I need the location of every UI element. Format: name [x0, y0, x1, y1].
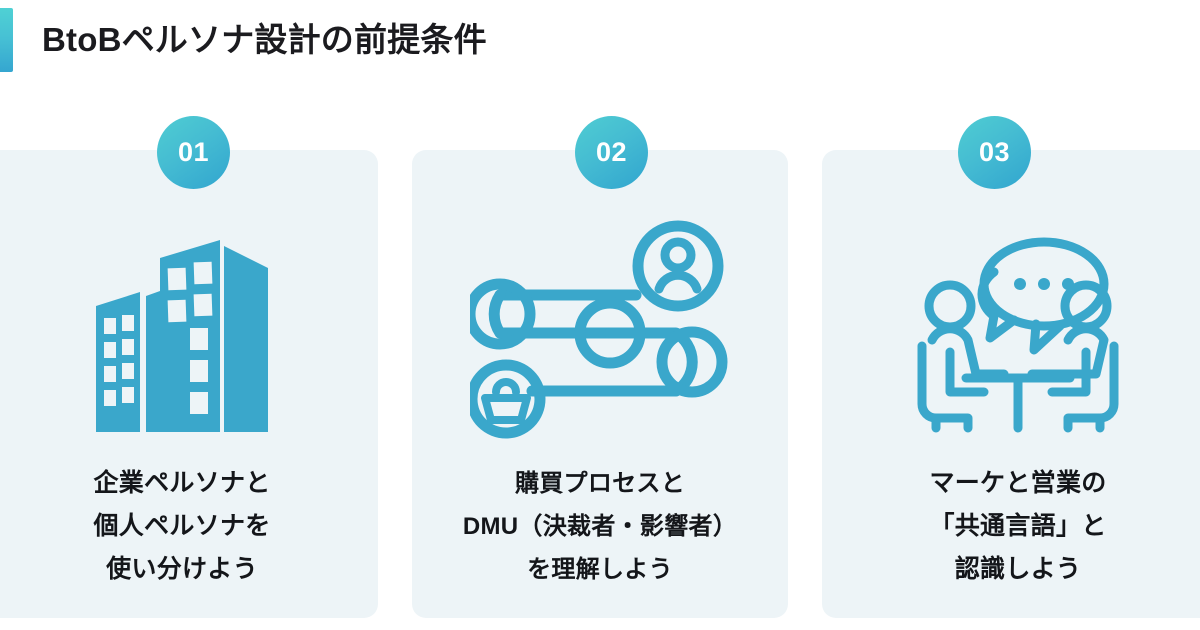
cards-row: 01	[0, 116, 1200, 620]
card-03-caption-line-2: 「共通言語」と	[929, 512, 1107, 540]
card-03-number: 03	[978, 137, 1011, 167]
page-header: BtoBペルソナ設計の前提条件	[0, 0, 1200, 92]
card-01-caption-line-3: 使い分けよう	[106, 555, 258, 583]
card-01-caption-line-2: 個人ペルソナを	[93, 512, 271, 540]
two-people-meeting-icon	[917, 237, 1119, 433]
card-02-caption-line-2: DMU（決裁者・影響者）	[462, 513, 738, 540]
card-02-number: 02	[595, 137, 628, 167]
card-01-caption-line-1: 企業ペルソナと	[93, 469, 271, 497]
header-accent-bar	[0, 8, 13, 72]
card-02-caption-line-3: を理解しよう	[527, 556, 673, 583]
office-buildings-icon	[96, 239, 268, 432]
card-02-caption: 購買プロセスと DMU（決裁者・影響者） を理解しよう	[412, 462, 788, 591]
speech-bubble-dots	[1014, 278, 1074, 290]
card-01[interactable]: 01	[0, 116, 378, 618]
page-title: BtoBペルソナ設計の前提条件	[42, 21, 487, 58]
card-03[interactable]: 03	[822, 116, 1200, 618]
card-02-number-badge: 02	[575, 116, 648, 189]
card-03-number-badge: 03	[958, 116, 1031, 189]
card-01-icon-area	[0, 202, 378, 457]
card-01-number-badge: 01	[157, 116, 230, 189]
card-03-caption: マーケと営業の 「共通言語」と 認識しよう	[822, 462, 1200, 591]
card-03-icon-area	[822, 202, 1200, 457]
card-02-caption-line-1: 購買プロセスと	[514, 470, 686, 497]
card-03-caption-line-3: 認識しよう	[954, 555, 1082, 583]
purchase-process-flow-icon	[470, 220, 728, 438]
card-02-icon-area	[412, 202, 788, 457]
card-03-caption-line-1: マーケと営業の	[929, 469, 1107, 497]
card-02[interactable]: 02	[412, 116, 788, 618]
card-01-number: 01	[177, 137, 210, 167]
card-01-caption: 企業ペルソナと 個人ペルソナを 使い分けよう	[0, 462, 378, 591]
